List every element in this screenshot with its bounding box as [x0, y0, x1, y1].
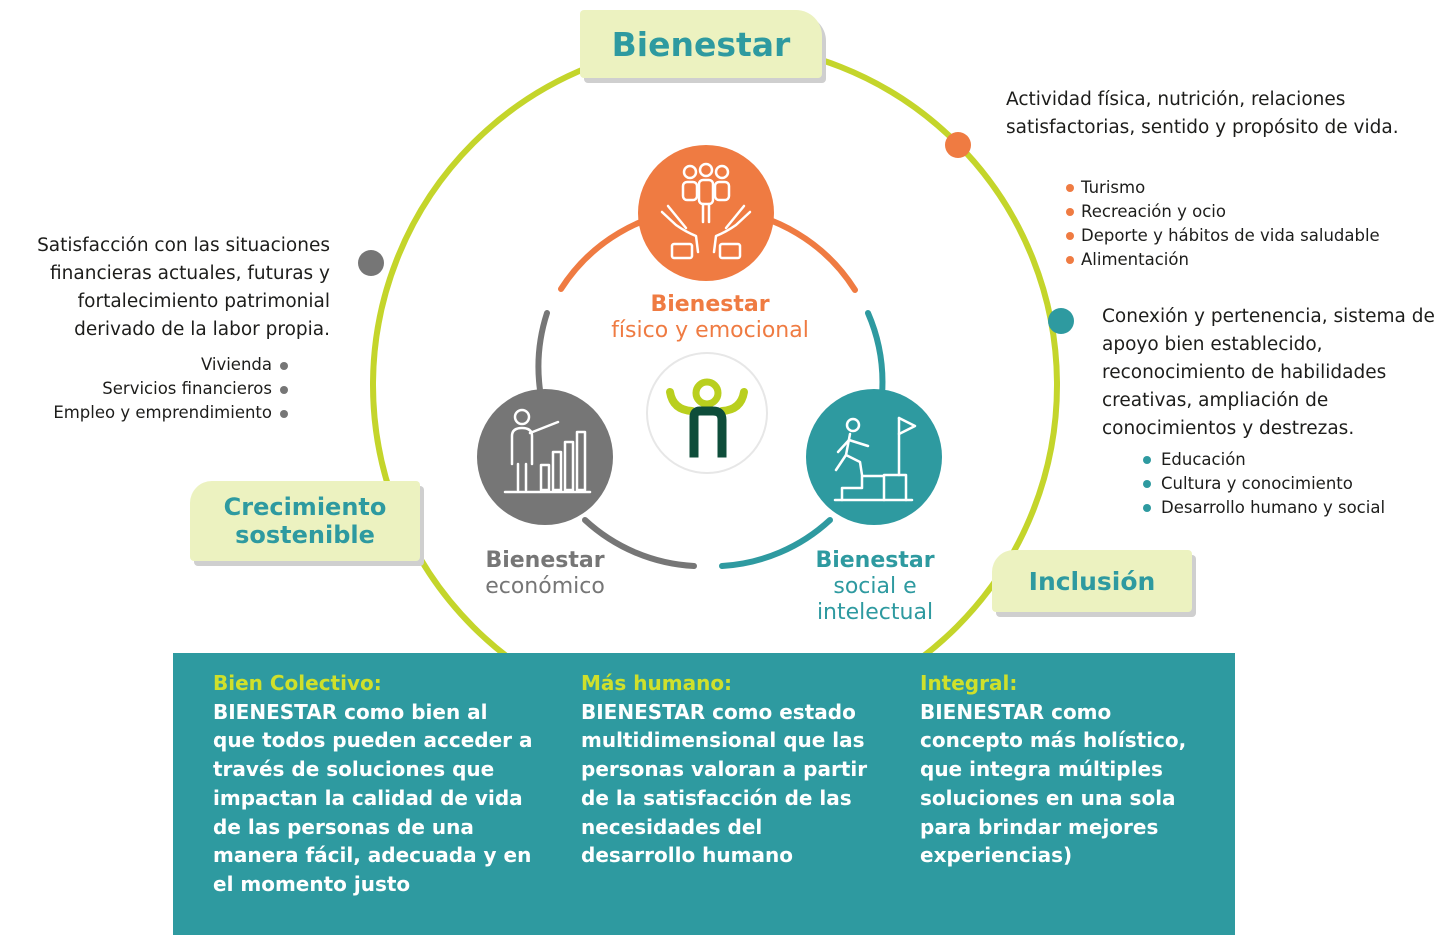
- list-item: Alimentación: [1066, 248, 1406, 272]
- principle-body: BIENESTAR como concepto más holístico, q…: [920, 699, 1187, 868]
- ring-marker-teal: [1048, 308, 1074, 334]
- ring-marker-gray: [358, 250, 384, 276]
- tag-bienestar: Bienestar: [580, 10, 822, 78]
- principle-integral: Integral: BIENESTAR como concepto más ho…: [920, 669, 1210, 870]
- label-economico-subtitle: económico: [485, 574, 605, 599]
- principle-title: Integral:: [920, 671, 1018, 695]
- list-item: Servicios financieros: [0, 377, 290, 401]
- bullet-list-fisico: Turismo Recreación y ocio Deporte y hábi…: [1066, 176, 1406, 272]
- list-item: Deporte y hábitos de vida saludable: [1066, 224, 1406, 248]
- description-fisico: Actividad física, nutrición, relaciones …: [1006, 89, 1399, 138]
- label-economico: Bienestar económico: [445, 548, 645, 600]
- list-item: Recreación y ocio: [1066, 200, 1406, 224]
- climber-flag-icon: [833, 416, 917, 502]
- inner-arc-gray-bottom: [582, 517, 697, 569]
- node-economico: [477, 389, 613, 525]
- list-item: Empleo y emprendimiento: [0, 401, 290, 425]
- principle-mas-humano: Más humano: BIENESTAR como estado multid…: [581, 669, 881, 870]
- bullet-list-economico: Vivienda Servicios financieros Empleo y …: [0, 353, 290, 425]
- principle-title: Más humano:: [581, 671, 733, 695]
- list-item: Educación: [1143, 448, 1433, 472]
- description-economico: Satisfacción con las situaciones financi…: [37, 235, 330, 340]
- principle-body: BIENESTAR como estado multidimensional q…: [581, 699, 868, 868]
- label-social-subtitle: social e intelectual: [816, 574, 934, 625]
- label-economico-title: Bienestar: [485, 548, 605, 573]
- node-fisico: [638, 145, 774, 281]
- inner-arc-teal-right: [865, 310, 886, 398]
- tag-inclusion: Inclusión: [992, 550, 1192, 612]
- inner-arc-teal-bottom: [719, 517, 833, 569]
- label-fisico-title: Bienestar: [650, 292, 770, 317]
- presenter-chart-icon: [503, 408, 592, 494]
- list-item: Desarrollo humano y social: [1143, 496, 1433, 520]
- description-social: Conexión y pertenencia, sistema de apoyo…: [1102, 306, 1435, 439]
- center-logo: [646, 352, 768, 474]
- principle-title: Bien Colectivo:: [213, 671, 382, 695]
- list-item: Cultura y conocimiento: [1143, 472, 1433, 496]
- list-item: Turismo: [1066, 176, 1406, 200]
- node-social: [806, 389, 942, 525]
- label-fisico-subtitle: físico y emocional: [611, 318, 809, 343]
- label-social: Bienestar social e intelectual: [780, 548, 970, 626]
- tag-crecimiento-sostenible: Crecimiento sostenible: [190, 481, 420, 561]
- label-fisico: Bienestar físico y emocional: [570, 292, 850, 344]
- bullet-list-social: Educación Cultura y conocimiento Desarro…: [1143, 448, 1433, 520]
- list-item: Vivienda: [0, 353, 290, 377]
- team-in-hands-icon: [660, 162, 752, 260]
- principle-body: BIENESTAR como bien al que todos pueden …: [213, 699, 533, 896]
- principle-bien-colectivo: Bien Colectivo: BIENESTAR como bien al q…: [213, 669, 533, 899]
- nequi-style-logo: [666, 378, 748, 458]
- ring-marker-orange: [945, 132, 971, 158]
- principles-panel: Bien Colectivo: BIENESTAR como bien al q…: [173, 653, 1235, 935]
- label-social-title: Bienestar: [815, 548, 935, 573]
- inner-arc-gray-left: [535, 310, 550, 393]
